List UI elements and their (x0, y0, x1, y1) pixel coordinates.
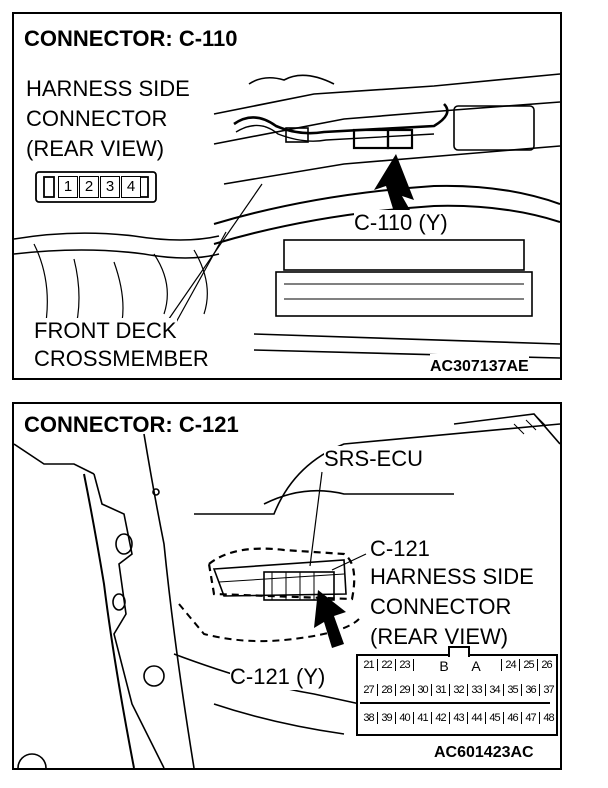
pin-28: 28 (378, 684, 396, 696)
front-deck-label: FRONT DECK (34, 318, 177, 344)
pin-23: 23 (396, 659, 414, 671)
srs-ecu-label: SRS-ECU (324, 446, 424, 472)
connector-c121-panel: CONNECTOR: C-121 SRS-ECU C-121 HARNESS S… (12, 402, 562, 770)
pin-36: 36 (522, 684, 540, 696)
pin-38: 38 (360, 712, 378, 724)
pin-3: 3 (100, 176, 120, 198)
pin-37: 37 (540, 684, 558, 696)
row-divider (360, 702, 550, 707)
pin-47: 47 (522, 712, 540, 724)
rear-view-label: (REAR VIEW) (26, 136, 165, 161)
connector-c110-panel: CONNECTOR: C-110 HARNESS SIDE CONNECTOR … (12, 12, 562, 380)
c121-label: C-121 (370, 536, 430, 561)
pin-30: 30 (414, 684, 432, 696)
pin-32: 32 (450, 684, 468, 696)
pin-26: 26 (537, 659, 555, 671)
pin-46: 46 (504, 712, 522, 724)
pin-44: 44 (468, 712, 486, 724)
pin-39: 39 (378, 712, 396, 724)
pin-row-1-left: 21 22 23 (360, 659, 414, 671)
c110-pin-row: 1 2 3 4 (58, 176, 141, 198)
c121-callout: C-121 (Y) (230, 664, 326, 690)
pin-34: 34 (486, 684, 504, 696)
pin-4: 4 (121, 176, 141, 198)
c121-location-illustration (14, 413, 560, 768)
pin-24: 24 (501, 659, 519, 671)
pin-row-1-mid: B A (428, 658, 492, 674)
pin-a: A (471, 658, 481, 674)
c121-title: CONNECTOR: C-121 (24, 412, 239, 437)
crossmember-label: CROSSMEMBER (34, 346, 209, 372)
pin-43: 43 (450, 712, 468, 724)
pin-42: 42 (432, 712, 450, 724)
pin-31: 31 (432, 684, 450, 696)
pin-21: 21 (360, 659, 378, 671)
c121-figure-code: AC601423AC (434, 740, 534, 766)
pin-41: 41 (414, 712, 432, 724)
pin-29: 29 (396, 684, 414, 696)
pin-25: 25 (519, 659, 537, 671)
pin-35: 35 (504, 684, 522, 696)
c121-connector-label: CONNECTOR (370, 594, 512, 619)
pin-b: B (439, 658, 449, 674)
pin-22: 22 (378, 659, 396, 671)
pin-33: 33 (468, 684, 486, 696)
c121-rear-view-label: (REAR VIEW) (370, 624, 509, 649)
harness-side-label: HARNESS SIDE (26, 76, 190, 101)
pin-27: 27 (360, 684, 378, 696)
pin-45: 45 (486, 712, 504, 724)
pin-row-1-right: 24 25 26 (501, 659, 555, 671)
pin-48: 48 (540, 712, 558, 724)
connector-latch (448, 646, 470, 657)
pin-40: 40 (396, 712, 414, 724)
c110-title: CONNECTOR: C-110 (24, 26, 238, 51)
pin-1: 1 (58, 176, 78, 198)
c110-callout: C-110 (Y) (354, 210, 448, 236)
c121-harness-side-label: HARNESS SIDE (370, 564, 534, 589)
connector-label: CONNECTOR (26, 106, 168, 131)
pin-2: 2 (79, 176, 99, 198)
c110-figure-code: AC307137AE (430, 354, 529, 378)
